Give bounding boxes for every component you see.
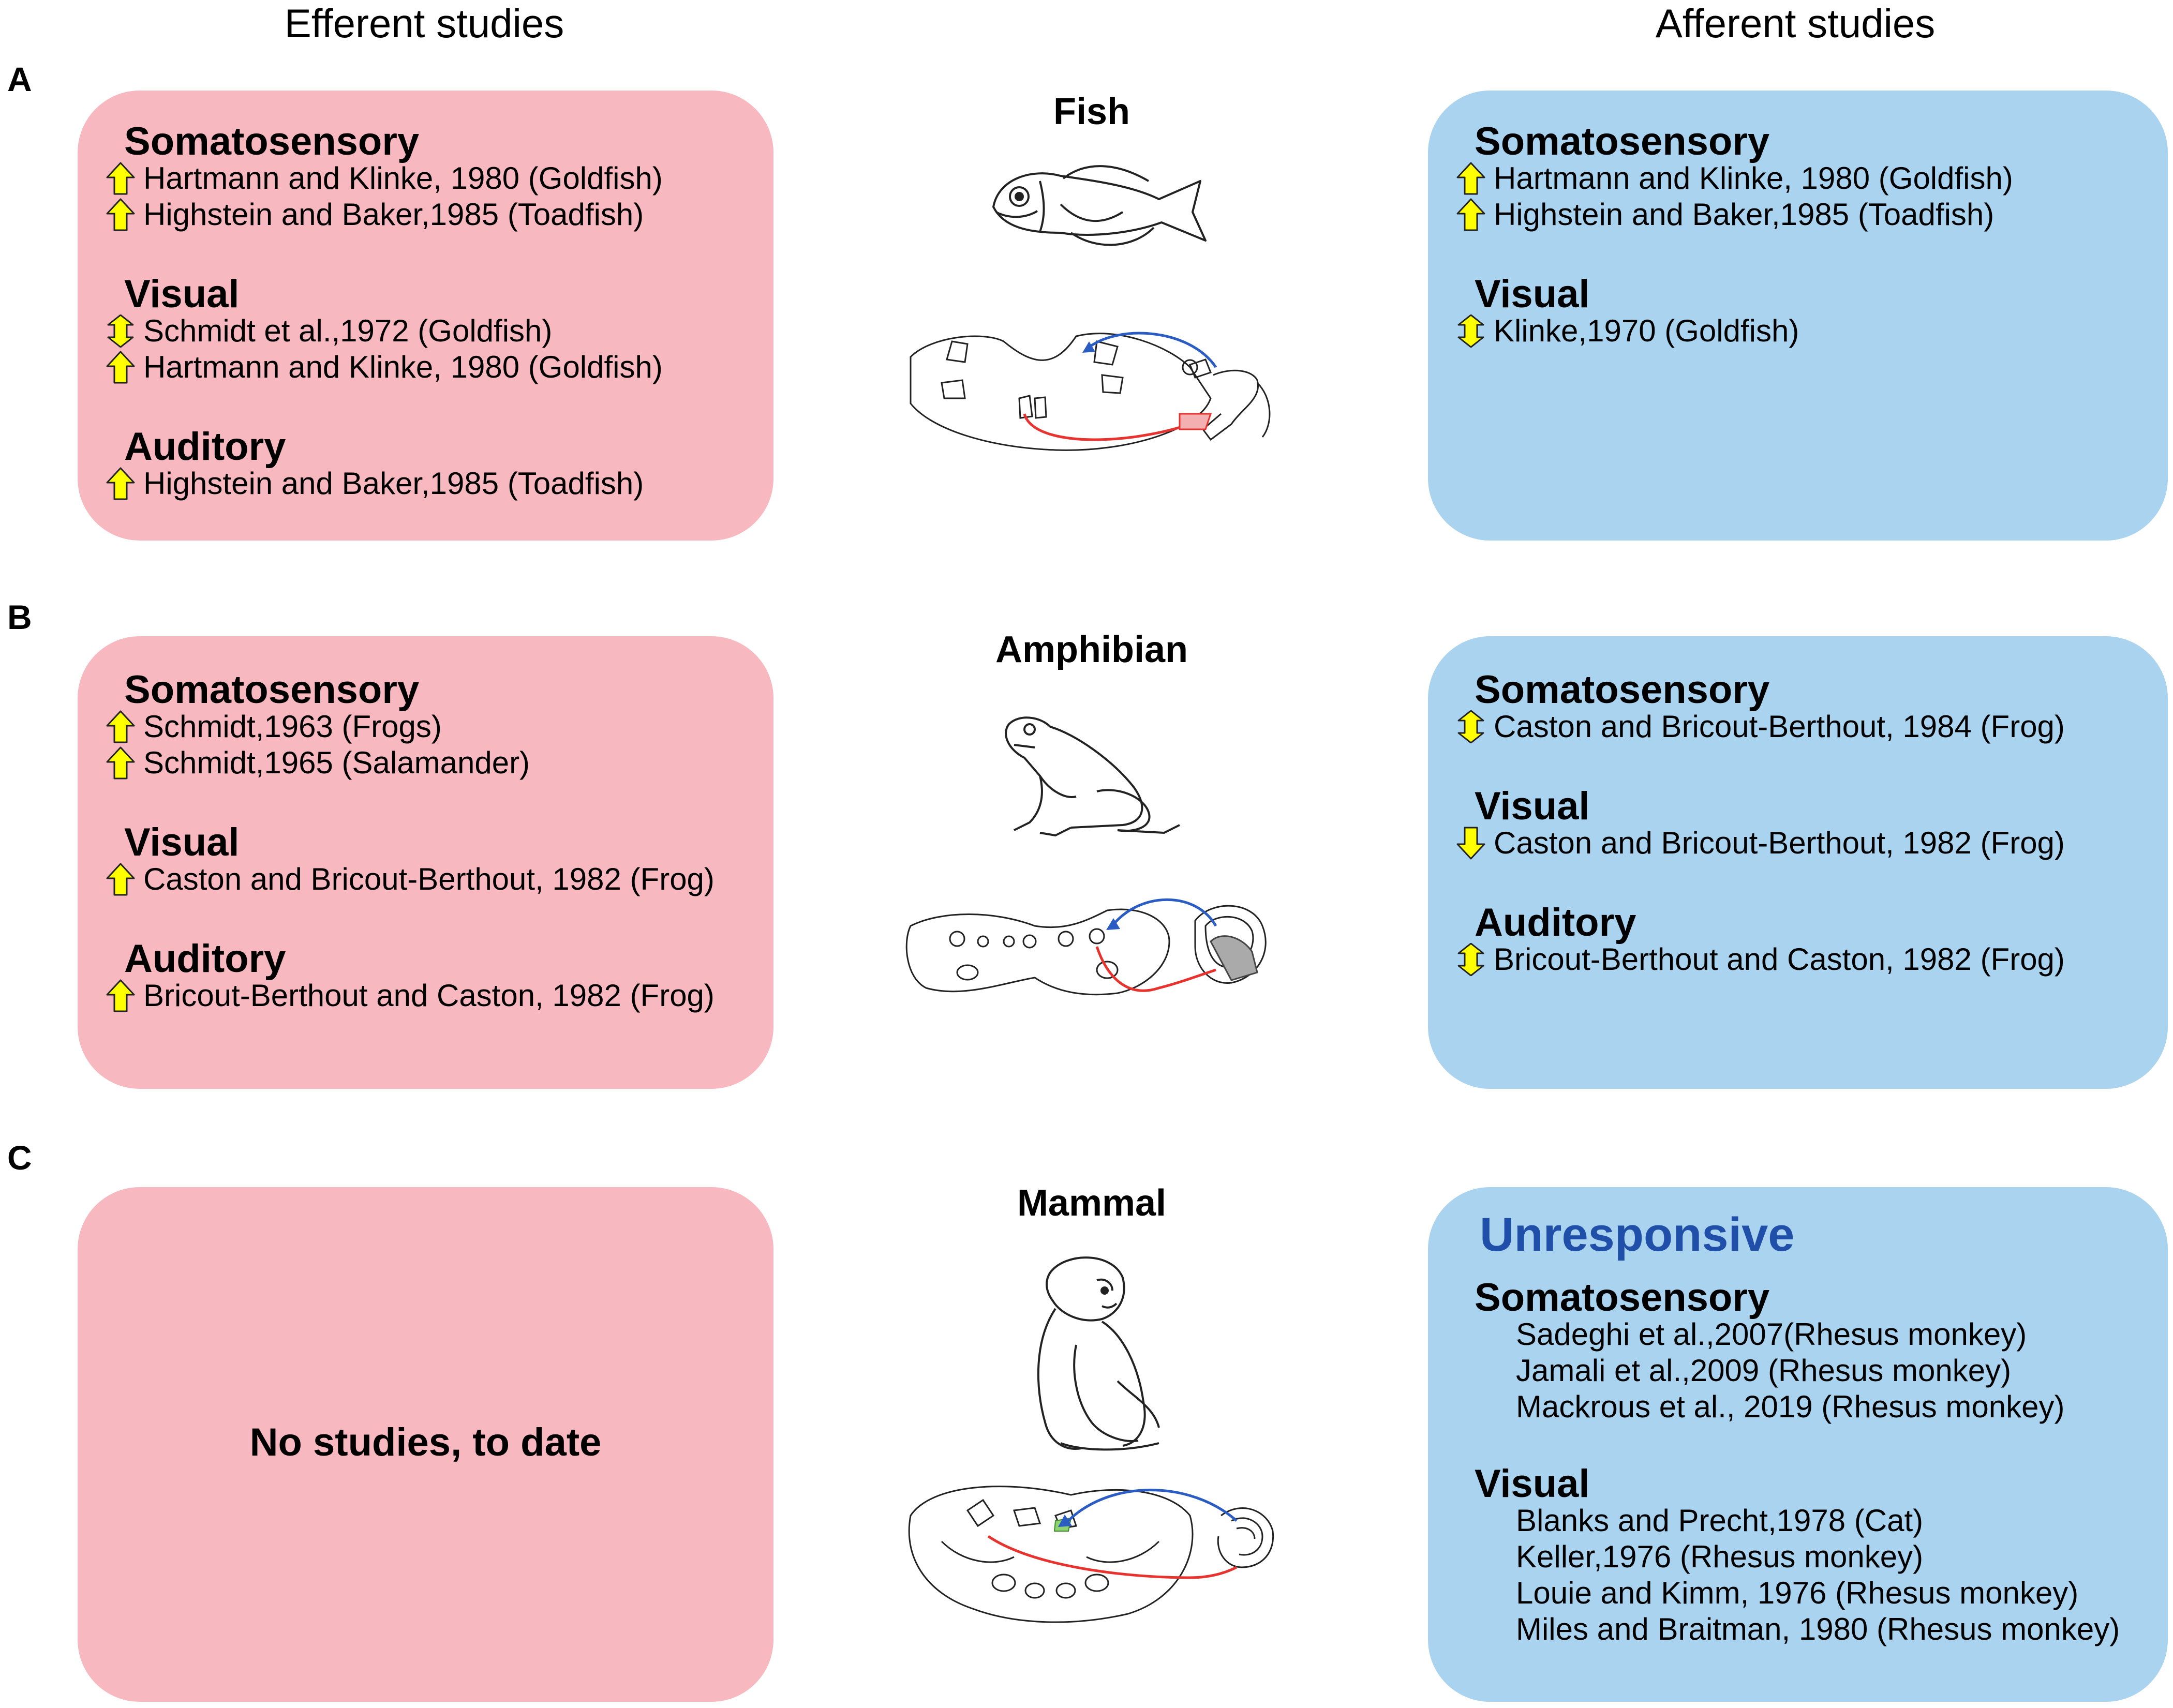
reference-item: Schmidt,1965 (Salamander) [106, 745, 530, 781]
section-title: Visual [1475, 272, 1590, 316]
reference-item: Caston and Bricout-Berthout, 1982 (Frog) [1456, 825, 2065, 861]
no-studies-note: No studies, to date [249, 1420, 602, 1464]
panel-letter-a: A [7, 60, 32, 98]
reference-item: Highstein and Baker,1985 (Toadfish) [1456, 197, 1994, 232]
up-arrow-icon [1456, 198, 1485, 231]
reference-item: Hartmann and Klinke, 1980 (Goldfish) [1456, 160, 2013, 196]
afferent-header: Afferent studies [1655, 1, 1936, 46]
up-arrow-icon [106, 746, 135, 780]
section-title: Somatosensory [1475, 1276, 1770, 1320]
section-title: Visual [1475, 1462, 1590, 1506]
up-arrow-icon [1456, 162, 1485, 195]
reference-item: Caston and Bricout-Berthout, 1984 (Frog) [1456, 709, 2065, 744]
section-title: Somatosensory [1475, 668, 1770, 712]
panel-letter-c: C [7, 1138, 32, 1177]
mammal-brainstem-diagram [908, 1486, 1274, 1623]
animal-title-amphibian: Amphibian [995, 629, 1188, 670]
reference-item: Keller,1976 (Rhesus monkey) [1516, 1539, 1924, 1574]
section-title: Somatosensory [124, 668, 420, 712]
up-down-arrow-icon [1456, 314, 1485, 348]
section-title: Visual [1475, 784, 1590, 828]
section-title: Somatosensory [1475, 119, 1770, 163]
efferent-box-amphibian: Somatosensory Schmidt,1963 (Frogs) Schmi… [78, 636, 773, 1089]
section-title: Somatosensory [124, 119, 420, 163]
up-down-arrow-icon [1456, 942, 1485, 976]
section-title: Auditory [124, 937, 286, 981]
section-title: Auditory [124, 425, 286, 469]
monkey-icon [1037, 1256, 1160, 1451]
up-arrow-icon [106, 162, 135, 195]
panel-letter-b: B [7, 598, 32, 636]
section-title: Visual [124, 272, 240, 316]
amphibian-brainstem-diagram [905, 898, 1267, 996]
up-arrow-icon [106, 979, 135, 1012]
reference-item: Bricout-Berthout and Caston, 1982 (Frog) [106, 978, 715, 1013]
up-arrow-icon [106, 198, 135, 231]
up-arrow-icon [106, 351, 135, 384]
reference-item: Schmidt,1963 (Frogs) [106, 709, 442, 744]
up-down-arrow-icon [1456, 710, 1485, 743]
efferent-box-mammal: No studies, to date [78, 1187, 773, 1702]
reference-item: Miles and Braitman, 1980 (Rhesus monkey) [1516, 1612, 2120, 1646]
reference-item: Louie and Kimm, 1976 (Rhesus monkey) [1516, 1576, 2079, 1610]
afferent-box-fish: Somatosensory Hartmann and Klinke, 1980 … [1428, 91, 2168, 541]
reference-item: Highstein and Baker,1985 (Toadfish) [106, 466, 644, 501]
up-arrow-icon [106, 710, 135, 743]
efferent-box-fish: Somatosensory Hartmann and Klinke, 1980 … [78, 91, 773, 541]
down-arrow-icon [1456, 827, 1485, 860]
reference-item: Mackrous et al., 2019 (Rhesus monkey) [1516, 1389, 2065, 1424]
reference-item: Caston and Bricout-Berthout, 1982 (Frog) [106, 861, 715, 897]
unresponsive-heading: Unresponsive [1480, 1208, 1795, 1261]
afferent-box-mammal: Unresponsive Somatosensory Sadeghi et al… [1428, 1187, 2168, 1702]
afferent-box-amphibian: Somatosensory Caston and Bricout-Berthou… [1428, 636, 2168, 1089]
animal-title-mammal: Mammal [1017, 1182, 1167, 1224]
section-title: Visual [124, 820, 240, 864]
reference-item: Bricout-Berthout and Caston, 1982 (Frog) [1456, 941, 2065, 977]
reference-item: Blanks and Precht,1978 (Cat) [1516, 1503, 1924, 1538]
reference-item: Hartmann and Klinke, 1980 (Goldfish) [106, 160, 663, 196]
reference-item: Hartmann and Klinke, 1980 (Goldfish) [106, 349, 663, 385]
reference-item: Schmidt et al.,1972 (Goldfish) [106, 313, 552, 349]
reference-item: Klinke,1970 (Goldfish) [1456, 313, 1799, 349]
up-arrow-icon [106, 863, 135, 896]
up-arrow-icon [106, 467, 135, 500]
up-down-arrow-icon [106, 314, 135, 348]
animal-title-fish: Fish [1053, 91, 1130, 132]
efferent-header: Efferent studies [284, 1, 564, 46]
reference-item: Jamali et al.,2009 (Rhesus monkey) [1516, 1353, 2012, 1388]
section-title: Auditory [1475, 901, 1636, 945]
reference-item: Highstein and Baker,1985 (Toadfish) [106, 197, 644, 232]
reference-item: Sadeghi et al.,2007(Rhesus monkey) [1516, 1317, 2027, 1352]
fish-icon [992, 165, 1207, 246]
frog-icon [1005, 716, 1180, 836]
fish-brainstem-diagram [910, 332, 1271, 451]
